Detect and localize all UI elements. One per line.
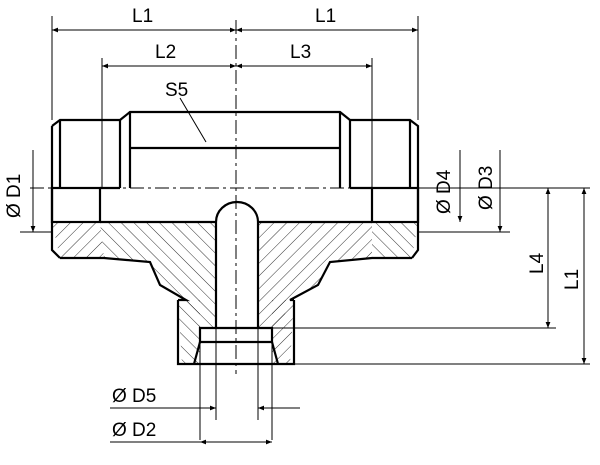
label-l4: L4 <box>527 252 548 274</box>
label-d4: Ø D4 <box>434 169 455 214</box>
label-d2: Ø D2 <box>112 420 156 441</box>
label-d3: Ø D3 <box>476 166 497 210</box>
dimension-labels: L1 L1 L2 L3 S5 Ø D1 Ø D4 Ø D3 L4 L1 Ø D5… <box>4 6 583 441</box>
section-hatching <box>52 222 418 364</box>
label-s5: S5 <box>165 80 188 101</box>
center-lines <box>30 20 440 374</box>
extension-lines <box>20 16 590 440</box>
label-l3: L3 <box>290 42 311 63</box>
dimension-lines <box>30 27 587 445</box>
label-l1-right: L1 <box>562 269 583 290</box>
label-l2: L2 <box>155 42 176 63</box>
label-d1: Ø D1 <box>4 174 25 218</box>
label-d5: Ø D5 <box>112 386 156 407</box>
label-l1-top-right: L1 <box>315 6 336 27</box>
label-l1-top-left: L1 <box>132 6 153 27</box>
